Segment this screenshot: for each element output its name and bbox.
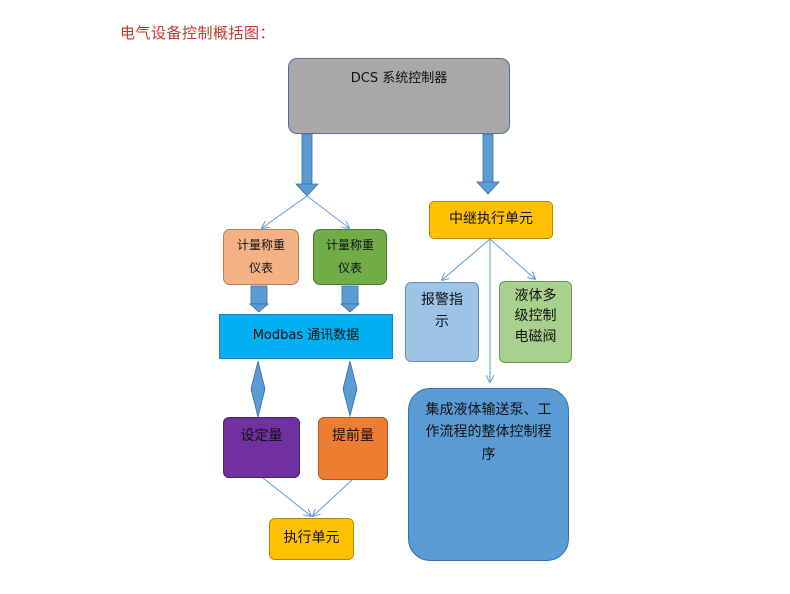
execution-unit-label: 执行单元 <box>283 530 340 547</box>
advance-amount-node: 提前量 <box>318 417 388 480</box>
execution-unit-node: 执行单元 <box>269 518 354 560</box>
line-relay-valve <box>489 238 535 279</box>
block-arrow-dcs-right <box>476 133 500 195</box>
solenoid-valve-node: 液体多 级控制 电磁阀 <box>499 281 572 363</box>
solenoid-valve-label: 液体多 级控制 电磁阀 <box>514 288 557 345</box>
relay-execution-unit-node: 中继执行单元 <box>429 201 553 239</box>
weighing-meter-label-2: 计量称重 仪表 <box>325 238 374 275</box>
alarm-indicator-label: 报警指 示 <box>421 292 463 331</box>
diagram-title: 电气设备控制概括图： <box>120 24 276 42</box>
block-arrow-meter1-modbas <box>248 285 270 313</box>
line-to-meter2 <box>306 195 349 228</box>
block-arrow-meter2-modbas <box>339 285 361 313</box>
line-relay-alarm <box>442 238 491 280</box>
control-program-node: 集成液体输送泵、工 作流程的整体控制程 序 <box>408 388 569 561</box>
block-arrow-dcs-left <box>295 133 319 197</box>
alarm-indicator-node: 报警指 示 <box>405 282 479 362</box>
weighing-meter-node-2: 计量称重 仪表 <box>313 229 387 285</box>
relay-execution-unit-label: 中继执行单元 <box>449 211 533 228</box>
dcs-controller-label: DCS 系统控制器 <box>350 71 448 86</box>
line-advance-exec <box>313 479 353 516</box>
double-arrow-modbas-advance <box>342 360 358 418</box>
modbas-comm-label: Modbas 通讯数据 <box>252 328 360 344</box>
control-program-label: 集成液体输送泵、工 作流程的整体控制程 序 <box>425 402 552 463</box>
advance-amount-label: 提前量 <box>332 428 374 444</box>
weighing-meter-label-1: 计量称重 仪表 <box>236 238 285 275</box>
line-setpoint-exec <box>262 477 311 516</box>
line-to-meter1 <box>262 195 308 228</box>
setpoint-label: 设定量 <box>240 428 283 444</box>
setpoint-node: 设定量 <box>223 417 300 478</box>
dcs-controller-node: DCS 系统控制器 <box>288 58 510 134</box>
weighing-meter-node-1: 计量称重 仪表 <box>223 229 299 285</box>
double-arrow-modbas-setpoint <box>250 360 266 418</box>
modbas-comm-node: Modbas 通讯数据 <box>219 314 393 359</box>
